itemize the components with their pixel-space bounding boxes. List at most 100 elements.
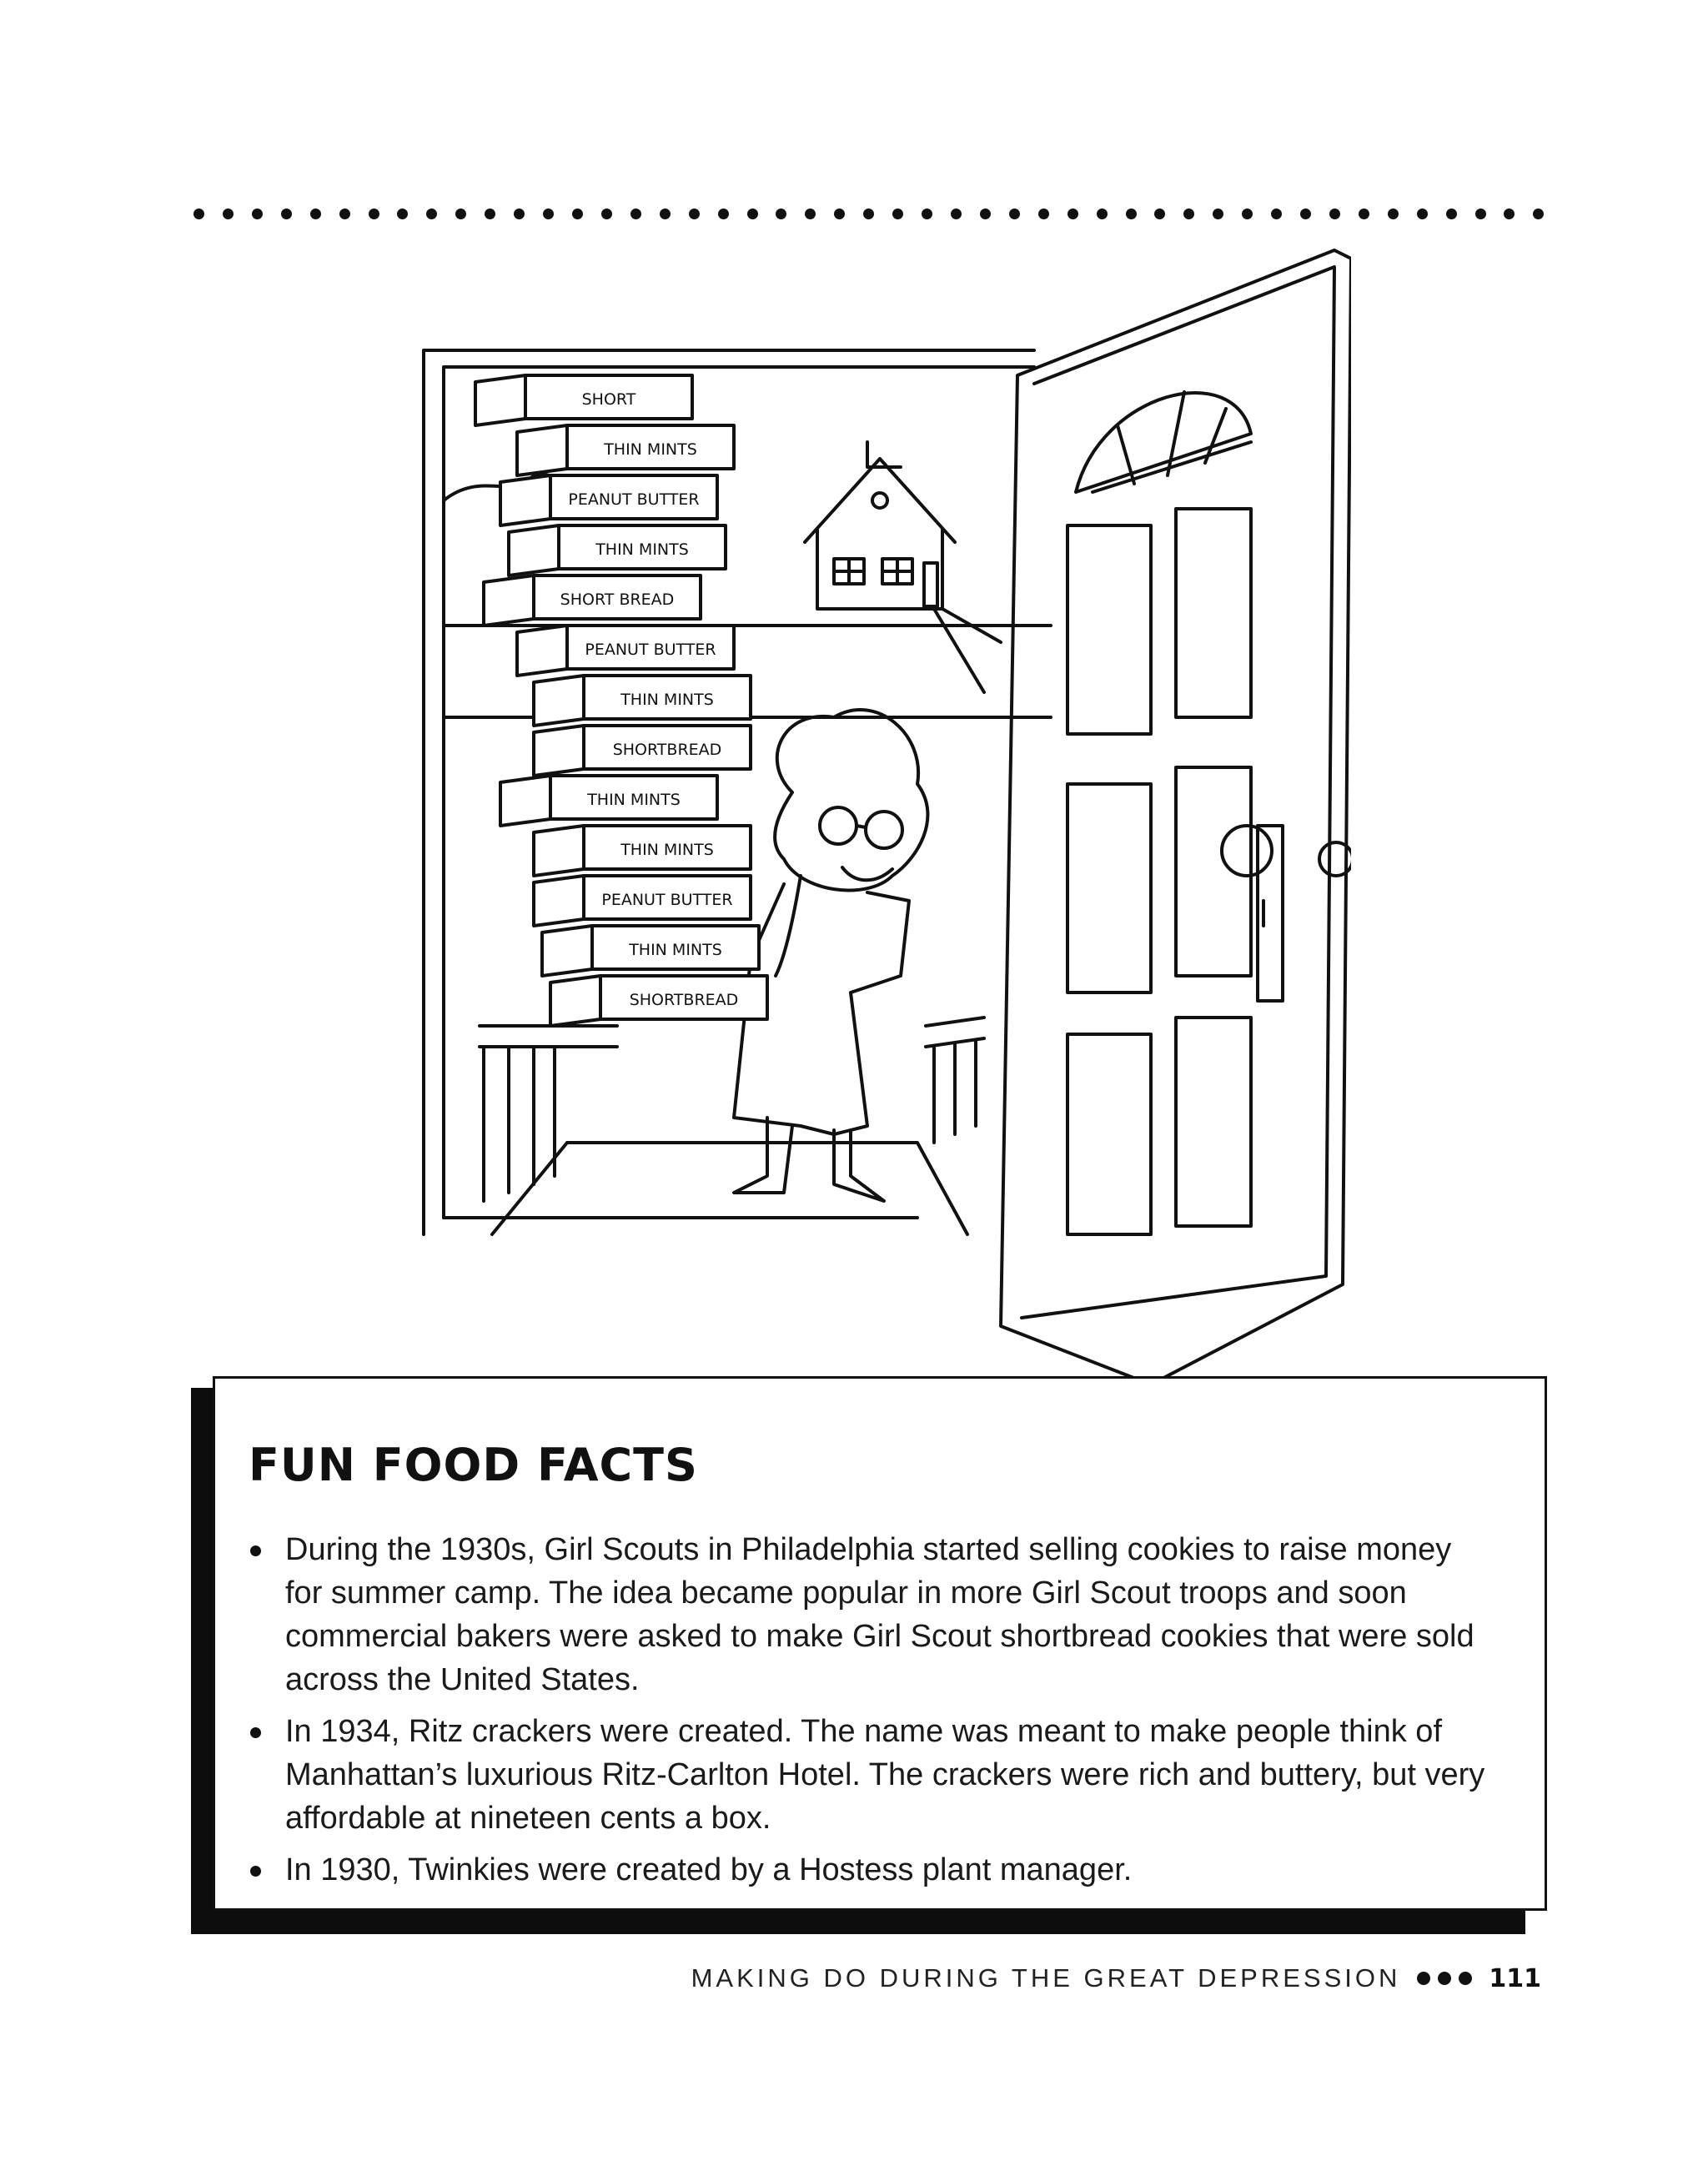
rule-dot [397, 208, 409, 219]
facts-title: FUN FOOD FACTS [249, 1439, 698, 1491]
rule-dot [1445, 208, 1457, 219]
cookie-box: PEANUT BUTTER [532, 874, 752, 927]
fact-text: In 1930, Twinkies were created by a Host… [285, 1852, 1133, 1887]
rule-dot [251, 208, 263, 219]
box-label: THIN MINTS [620, 841, 714, 859]
facts-list: During the 1930s, Girl Scouts in Philade… [249, 1528, 1494, 1892]
box-label: PEANUT BUTTER [585, 641, 716, 659]
rule-dot [717, 208, 729, 219]
rule-dot [1096, 208, 1108, 219]
cookie-box: THIN MINTS [507, 524, 727, 577]
rule-dot [571, 208, 583, 219]
porch-railing-left [478, 1024, 619, 1203]
cookie-box: SHORTBREAD [549, 974, 769, 1028]
box-label: THIN MINTS [603, 440, 697, 459]
rule-dot [455, 208, 467, 219]
rule-dot [805, 208, 816, 219]
fun-food-facts-box: FUN FOOD FACTS During the 1930s, Girl Sc… [213, 1376, 1547, 1911]
cookie-box: THIN MINTS [499, 774, 719, 827]
fact-item: In 1934, Ritz crackers were created. The… [249, 1710, 1494, 1840]
dot-icon [1417, 1972, 1431, 1985]
decorative-dot-rule [193, 205, 1545, 222]
fact-item: During the 1930s, Girl Scouts in Philade… [249, 1528, 1494, 1701]
rule-dot [746, 208, 758, 219]
rule-dot [1067, 208, 1078, 219]
box-label: THIN MINTS [595, 540, 689, 559]
rule-dot [1183, 208, 1195, 219]
cookie-box: SHORT BREAD [482, 574, 702, 627]
door-frame [422, 349, 1036, 1236]
rule-dot [193, 208, 204, 219]
fact-item: In 1930, Twinkies were created by a Host… [249, 1848, 1494, 1892]
rule-dot [600, 208, 612, 219]
box-label: PEANUT BUTTER [568, 490, 699, 509]
rule-dot [892, 208, 904, 219]
rule-dot [368, 208, 379, 219]
rule-dot [776, 208, 787, 219]
box-label: SHORT [582, 390, 636, 409]
cookie-box: SHORT [474, 374, 694, 427]
footer-dots [1417, 1972, 1473, 1985]
cookie-box: PEANUT BUTTER [515, 624, 736, 677]
rule-dot [1474, 208, 1486, 219]
cookie-box: THIN MINTS [532, 674, 752, 727]
cookie-box: THIN MINTS [532, 824, 752, 877]
rule-dot [485, 208, 496, 219]
rule-dot [426, 208, 438, 219]
rule-dot [280, 208, 292, 219]
house-drawing [803, 440, 1002, 694]
girl-scout-figure [732, 708, 930, 1203]
rule-dot [688, 208, 700, 219]
rule-dot [1213, 208, 1224, 219]
porch-railing-right [924, 1016, 986, 1144]
fact-text: During the 1930s, Girl Scouts in Philade… [285, 1532, 1474, 1697]
running-head: MAKING DO DURING THE GREAT DEPRESSION [691, 1963, 1401, 1993]
rule-dot [1533, 208, 1545, 219]
rule-dot [543, 208, 555, 219]
fact-text: In 1934, Ritz crackers were created. The… [285, 1714, 1485, 1836]
rule-dot [1329, 208, 1340, 219]
cookie-box: THIN MINTS [540, 924, 761, 977]
porch-floor [442, 1141, 969, 1236]
page-footer: MAKING DO DURING THE GREAT DEPRESSION 11… [691, 1962, 1541, 1995]
rule-dot [979, 208, 991, 219]
cookie-box: SHORTBREAD [532, 724, 752, 777]
rule-dot [950, 208, 962, 219]
box-label: SHORTBREAD [630, 991, 739, 1009]
rule-dot [339, 208, 350, 219]
dot-icon [1459, 1972, 1473, 1985]
rule-dot [1008, 208, 1020, 219]
rule-dot [630, 208, 641, 219]
rule-dot [863, 208, 875, 219]
rule-dot [1037, 208, 1049, 219]
rule-dot [1154, 208, 1166, 219]
rule-dot [1242, 208, 1253, 219]
cookie-box: THIN MINTS [515, 424, 736, 477]
rule-dot [309, 208, 321, 219]
rule-dot [1416, 208, 1428, 219]
box-label: THIN MINTS [628, 941, 722, 959]
open-door [999, 249, 1351, 1386]
bullet-icon [250, 1866, 261, 1877]
cookie-box: PEANUT BUTTER [499, 474, 719, 527]
rule-dot [1300, 208, 1312, 219]
box-label: THIN MINTS [586, 791, 681, 809]
rule-dot [514, 208, 525, 219]
rule-dot [922, 208, 933, 219]
box-label: SHORT BREAD [560, 591, 675, 609]
rule-dot [659, 208, 671, 219]
rule-dot [1358, 208, 1369, 219]
rule-dot [1504, 208, 1515, 219]
page-number: 111 [1489, 1963, 1541, 1993]
bullet-icon [250, 1727, 261, 1738]
cookie-box-stack: SHORT THIN MINTS PEANUT BUTTER THIN MINTS SH… [474, 374, 769, 1028]
rule-dot [222, 208, 234, 219]
rule-dot [1387, 208, 1399, 219]
box-label: THIN MINTS [620, 691, 714, 709]
box-label: SHORTBREAD [613, 741, 722, 759]
rule-dot [834, 208, 846, 219]
box-label: PEANUT BUTTER [601, 891, 732, 909]
dot-icon [1438, 1972, 1452, 1985]
bullet-icon [250, 1545, 261, 1556]
rule-dot [1125, 208, 1137, 219]
